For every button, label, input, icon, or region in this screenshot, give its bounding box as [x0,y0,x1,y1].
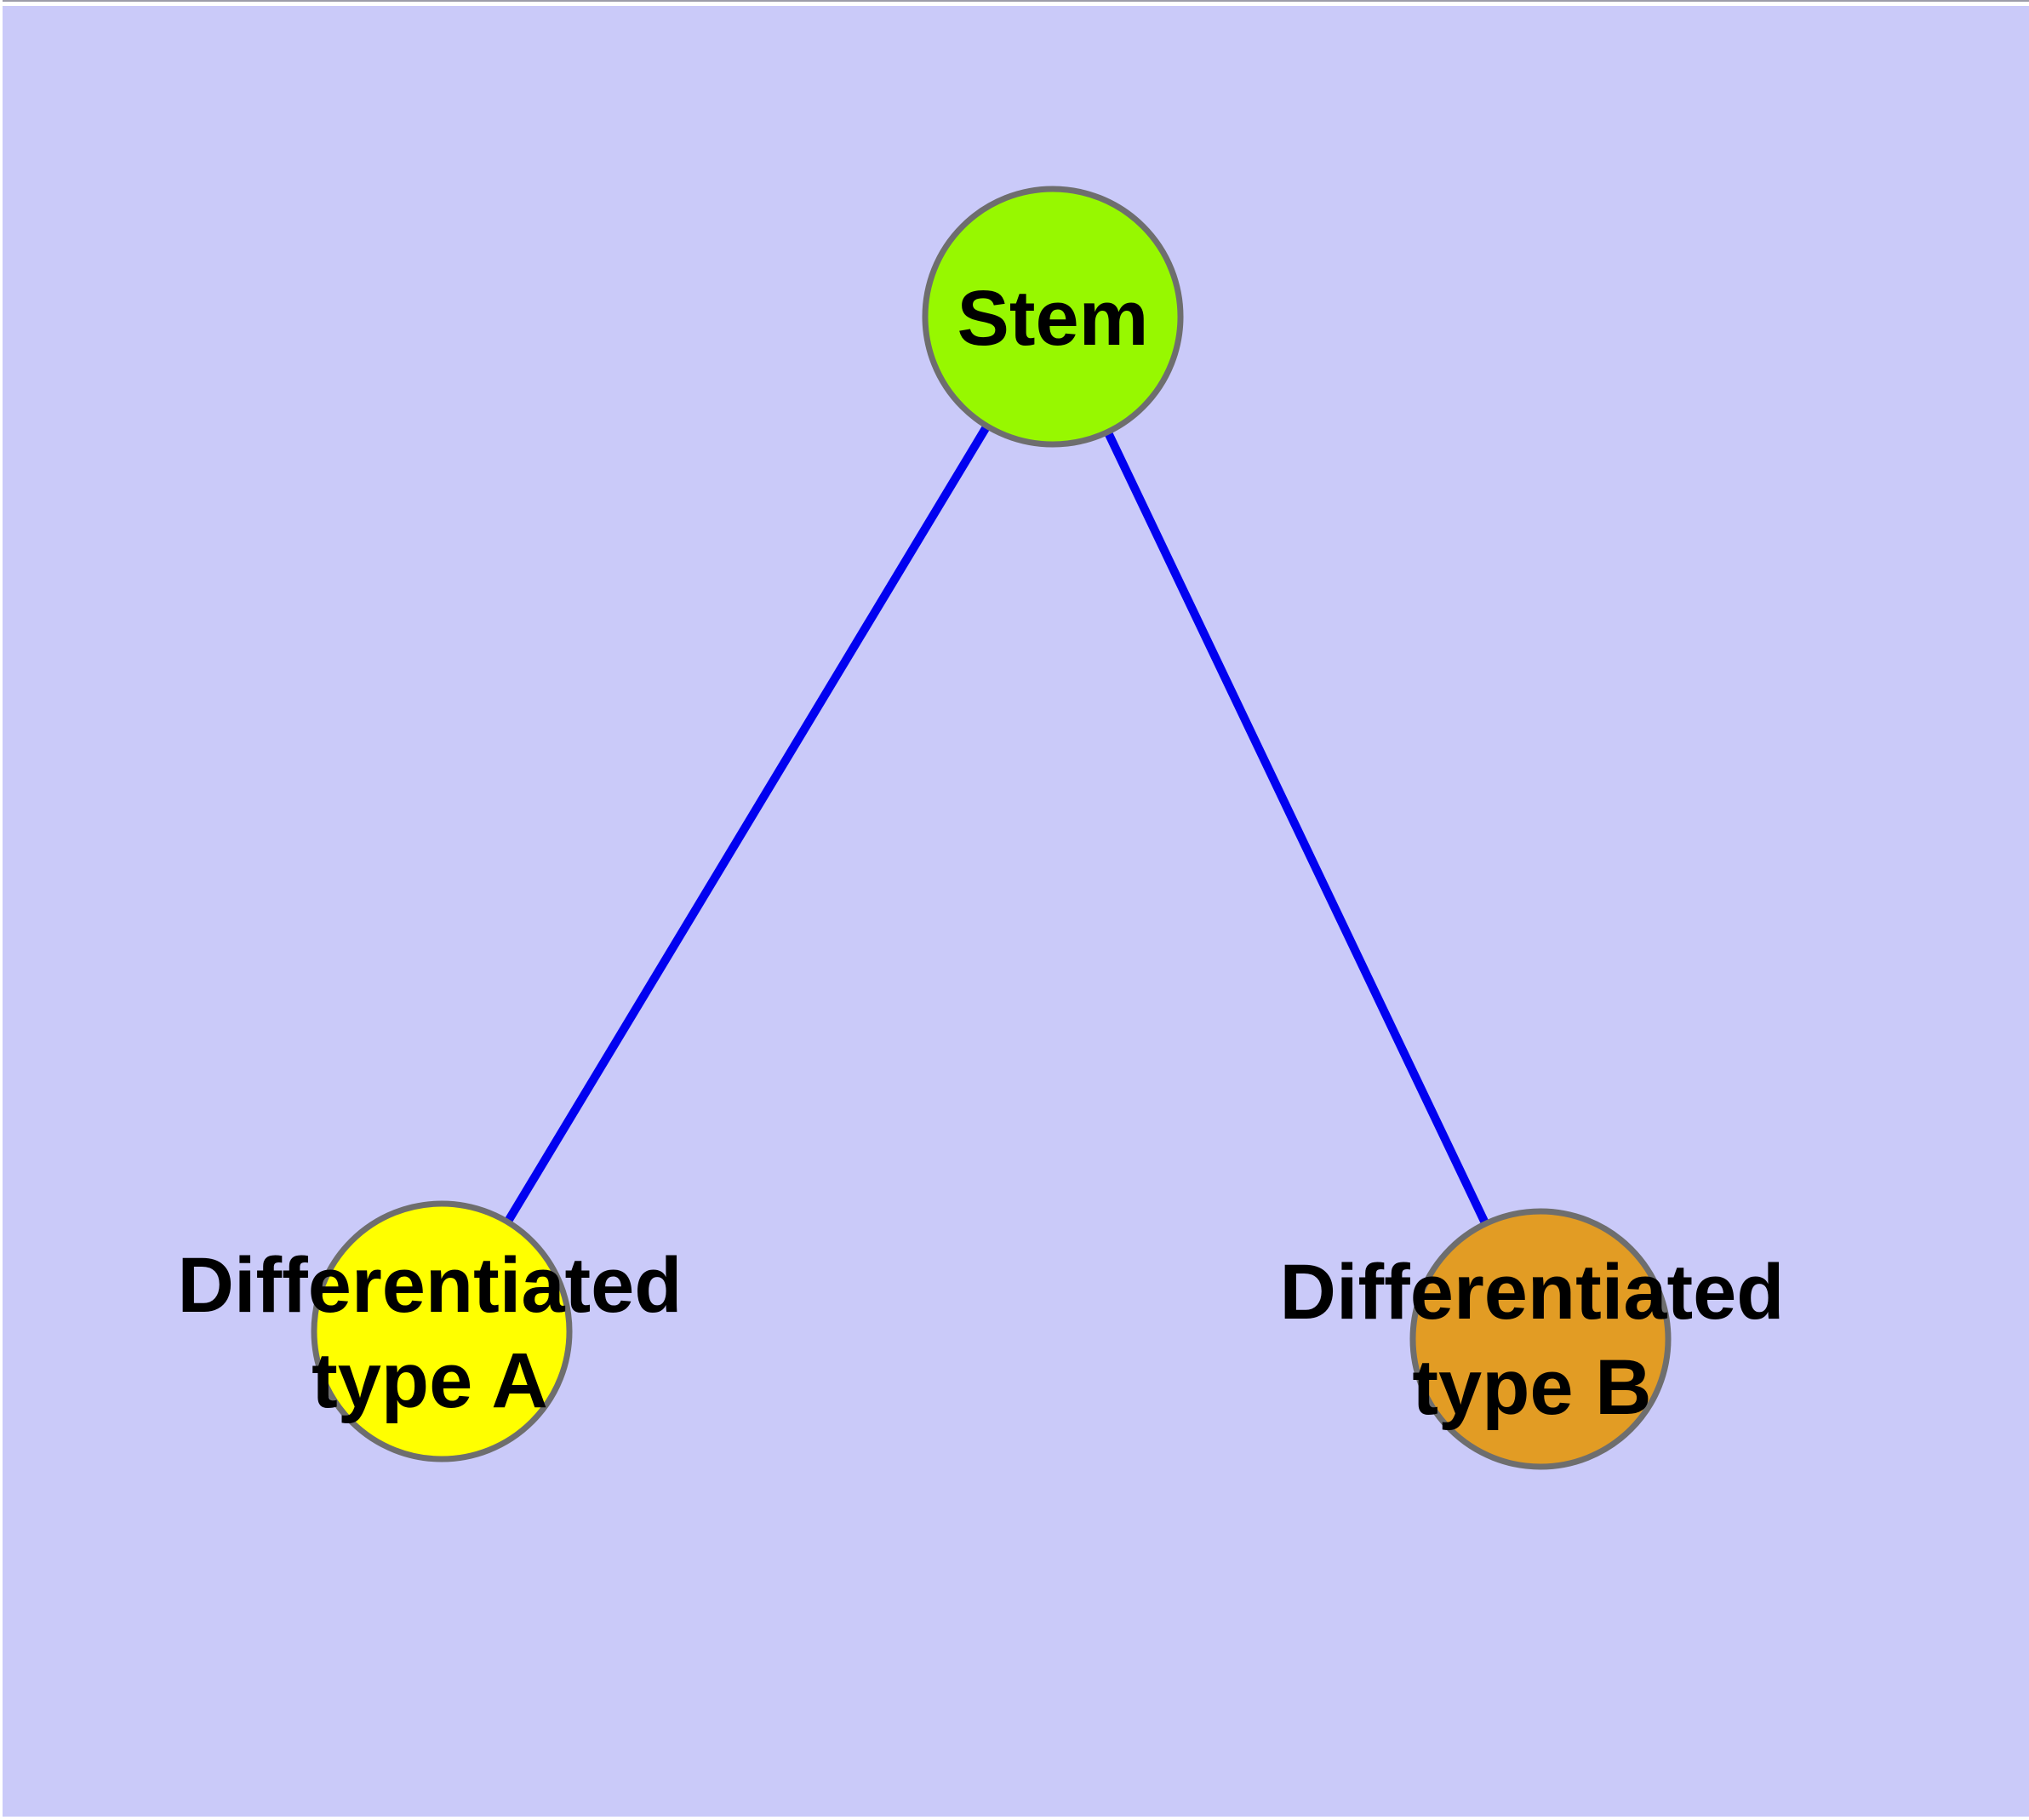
node-label-stem: Stem [957,275,1149,362]
edge-stem-to-type-b [1049,314,1545,1342]
screen-edge-top-line [0,0,2029,2]
node-label-differentiated-type-b: Differentiated type B [1279,1249,1785,1431]
node-differentiated-type-b [1409,1208,1672,1470]
node-label-differentiated-type-a: Differentiated type A [177,1242,683,1424]
edge-stem-to-type-a [437,314,1057,1334]
screen-edge-left-margin [0,0,3,1820]
screen-edge-top-margin [0,2,2029,6]
screen-edge-bottom-margin [0,1817,2029,1820]
node-differentiated-type-a [311,1200,573,1462]
node-stem [922,186,1184,448]
